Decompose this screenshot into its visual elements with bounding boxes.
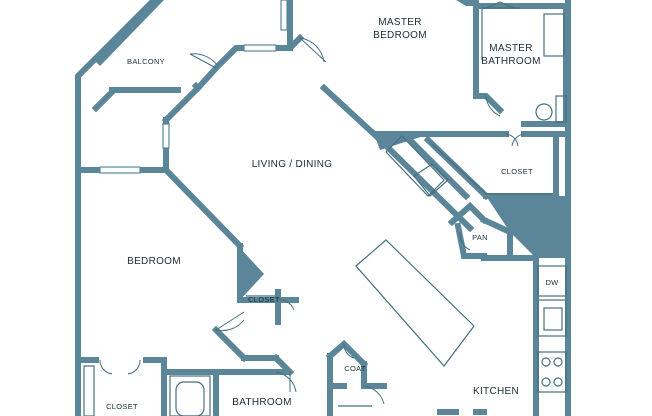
- label-living-dining: LIVING / DINING: [252, 159, 333, 170]
- label-coat: COAT: [344, 364, 366, 373]
- label-closet-bedroom: CLOSET: [248, 295, 280, 304]
- label-bathroom: BATHROOM: [232, 397, 291, 408]
- label-master-bedroom-line1: MASTER: [378, 17, 421, 28]
- label-kitchen: KITCHEN: [473, 386, 519, 397]
- label-master-bathroom-line2: BATHROOM: [481, 56, 540, 67]
- wall-fills: [96, 0, 568, 300]
- label-balcony: BALCONY: [127, 57, 165, 66]
- label-bedroom: BEDROOM: [127, 256, 181, 267]
- label-closet-master: CLOSET: [501, 167, 533, 176]
- label-master-bathroom-line1: MASTER: [489, 43, 532, 54]
- label-master-bedroom-line2: BEDROOM: [373, 30, 427, 41]
- windows: [99, 0, 288, 174]
- label-pantry: PAN: [472, 233, 488, 242]
- interior-lines: [83, 1, 567, 416]
- label-dishwasher: DW: [545, 278, 559, 287]
- door-swings: [99, 37, 525, 405]
- label-closet-bottom: CLOSET: [106, 402, 138, 411]
